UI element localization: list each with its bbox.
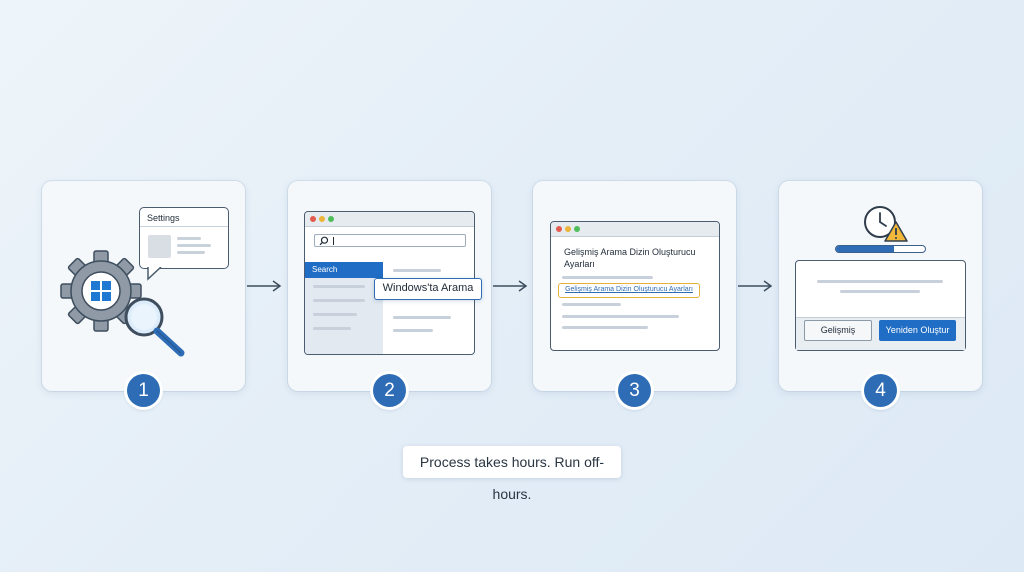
arrow-right-icon	[738, 280, 773, 292]
sidebar-placeholder	[313, 327, 351, 330]
step-4-card: Gelişmiş Yeniden Oluştur	[779, 181, 982, 391]
step-3-card: Gelişmiş Arama Dizin Oluşturucu Ayarları…	[533, 181, 736, 391]
windows-logo-icon	[91, 281, 111, 301]
settings-window-bubble: Settings	[139, 207, 229, 269]
step-2-card: Search Windows'ta Arama	[288, 181, 491, 391]
advanced-button[interactable]: Gelişmiş	[804, 320, 872, 341]
sidebar-placeholder	[313, 299, 365, 302]
content-placeholder	[840, 290, 920, 293]
sidebar-placeholder	[313, 313, 357, 316]
content-placeholder	[393, 329, 433, 332]
content-placeholder	[393, 269, 441, 272]
clock-icon	[864, 206, 896, 238]
minimize-dot-icon	[319, 216, 325, 222]
arrow-right-icon	[493, 280, 528, 292]
content-placeholder	[562, 315, 679, 318]
search-settings-window: Gelişmiş Arama Dizin Oluşturucu Ayarları…	[550, 221, 720, 351]
process-note: Process takes hours. Run off-hours.	[403, 446, 621, 502]
window-heading: Gelişmiş Arama Dizin Oluşturucu Ayarları	[564, 247, 696, 269]
warning-icon	[884, 221, 908, 242]
step-3-badge: 3	[618, 374, 651, 407]
maximize-dot-icon	[328, 216, 334, 222]
content-placeholder	[817, 280, 943, 283]
content-placeholder	[393, 316, 451, 319]
content-placeholder	[562, 276, 653, 279]
text-caret	[333, 237, 334, 245]
bubble-tail	[147, 267, 162, 281]
maximize-dot-icon	[574, 226, 580, 232]
step-1-card: Settings	[42, 181, 245, 391]
placeholder-line	[177, 237, 201, 240]
search-icon	[319, 236, 329, 246]
progress-fill	[836, 246, 894, 252]
placeholder-line	[177, 244, 211, 247]
step-2-badge: 2	[373, 374, 406, 407]
content-placeholder	[562, 303, 621, 306]
sidebar-item-search[interactable]: Search	[305, 262, 383, 278]
gear-search-icon	[60, 250, 185, 357]
close-dot-icon	[310, 216, 316, 222]
rebuild-button[interactable]: Yeniden Oluştur	[879, 320, 956, 341]
gear-icon	[60, 250, 142, 332]
close-dot-icon	[556, 226, 562, 232]
content-placeholder	[562, 326, 648, 329]
step-4-badge: 4	[864, 374, 897, 407]
bubble-divider	[140, 226, 228, 227]
step-1-badge: 1	[127, 374, 160, 407]
window-titlebar	[551, 222, 719, 237]
advanced-indexer-settings-link[interactable]: Gelişmiş Arama Dizin Oluşturucu Ayarları	[558, 283, 700, 298]
sidebar-placeholder	[313, 285, 365, 288]
clock-warning-icon	[864, 206, 908, 242]
arrow-right-icon	[247, 280, 282, 292]
settings-title: Settings	[147, 213, 180, 223]
search-input[interactable]	[314, 234, 466, 247]
rebuild-progress-bar	[835, 245, 926, 253]
settings-thumbnail	[148, 235, 171, 258]
placeholder-line	[177, 251, 205, 254]
search-windows-callout[interactable]: Windows'ta Arama	[374, 278, 482, 300]
window-titlebar	[305, 212, 474, 227]
minimize-dot-icon	[565, 226, 571, 232]
rebuild-dialog: Gelişmiş Yeniden Oluştur	[795, 260, 966, 351]
magnifier-icon	[124, 297, 185, 357]
